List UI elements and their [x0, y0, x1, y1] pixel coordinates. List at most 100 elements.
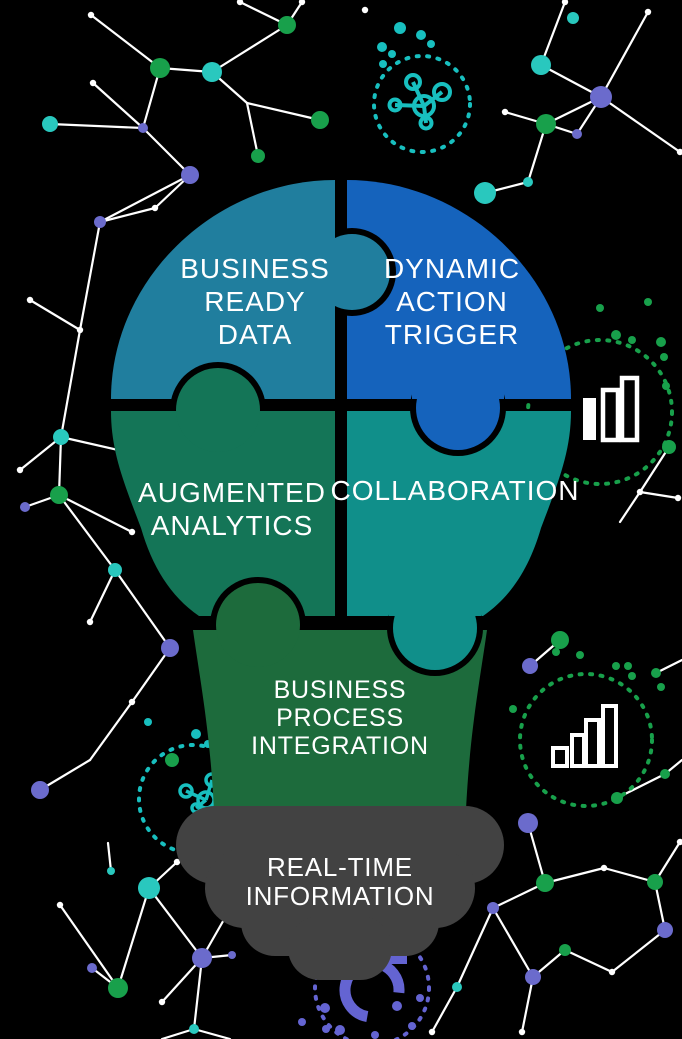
network-endpoint-dot	[128, 698, 136, 706]
network-edge	[543, 866, 606, 885]
network-node	[228, 951, 236, 959]
network-edge	[98, 173, 192, 224]
network-node	[278, 16, 296, 34]
puzzle-piece-business-ready-data	[111, 180, 335, 399]
network-edge	[455, 906, 495, 989]
network-edge	[638, 445, 671, 494]
network-edge	[638, 490, 680, 500]
network-node	[657, 922, 673, 938]
network-edge	[430, 985, 459, 1034]
network-endpoint-dot	[298, 0, 306, 6]
network-edge	[38, 758, 92, 792]
network-node	[192, 948, 212, 968]
network-edge	[59, 328, 82, 439]
label-real-time-information: REAL-TIME INFORMATION	[245, 852, 435, 911]
network-edge	[141, 126, 192, 177]
network-edge	[245, 101, 322, 122]
network-edge	[602, 866, 657, 884]
network-edge	[141, 66, 162, 130]
network-node	[181, 166, 199, 184]
network-edge	[28, 298, 82, 332]
network-node	[531, 55, 551, 75]
bulb-puzzle	[111, 180, 571, 810]
network-node	[108, 978, 128, 998]
network-endpoint-dot	[636, 488, 644, 496]
network-edge	[57, 493, 117, 572]
network-edge	[106, 841, 113, 873]
network-edge	[113, 568, 172, 650]
network-node	[487, 902, 499, 914]
network-endpoint-dot	[158, 998, 166, 1006]
network-endpoint-dot	[87, 11, 95, 19]
network-edge	[192, 956, 204, 1031]
dot-cluster	[298, 994, 424, 1039]
network-node	[651, 668, 661, 678]
network-node	[590, 86, 612, 108]
network-edge	[491, 906, 535, 979]
network-endpoint-dot	[236, 0, 244, 6]
network-endpoint-dot	[173, 858, 181, 866]
puzzle-piece-business-process-integration	[193, 630, 487, 810]
network-endpoint-dot	[361, 6, 369, 14]
network-node	[536, 874, 554, 892]
network-node	[42, 116, 58, 132]
network-node	[138, 123, 148, 133]
network-endpoint-dot	[56, 901, 64, 909]
network-edge	[520, 975, 535, 1034]
network-edge	[18, 435, 63, 472]
network-node	[189, 1024, 199, 1034]
network-node	[525, 969, 541, 985]
network-node	[311, 111, 329, 129]
network-edge	[48, 122, 145, 130]
network-edge	[147, 886, 204, 960]
network-edge	[210, 23, 289, 74]
network-endpoint-dot	[86, 618, 94, 626]
network-endpoint-dot	[644, 8, 652, 16]
network-node	[518, 813, 538, 833]
network-edge	[599, 95, 682, 154]
bar-chart-icon	[509, 648, 665, 808]
network-node	[452, 982, 462, 992]
network-edge	[526, 821, 547, 885]
network-endpoint-dot	[676, 838, 682, 846]
network-edge	[539, 0, 567, 67]
network-node	[150, 58, 170, 78]
puzzle-tab-base	[306, 226, 335, 318]
label-dynamic-action-trigger: DYNAMIC ACTION TRIGGER	[383, 253, 521, 350]
network-edge	[653, 880, 667, 932]
network-node	[567, 12, 579, 24]
network-node	[87, 963, 97, 973]
network-edge	[610, 928, 667, 974]
label-augmented-analytics: AUGMENTED ANALYTICS	[138, 477, 326, 541]
network-edge	[88, 568, 117, 624]
network-edge	[58, 903, 120, 990]
network-endpoint-dot	[608, 968, 616, 976]
puzzle-piece-augmented-analytics	[111, 411, 335, 616]
network-edge	[599, 10, 650, 99]
dot-cluster	[377, 22, 435, 68]
network-edge	[539, 63, 603, 99]
network-node	[138, 877, 160, 899]
network-edge	[116, 886, 151, 990]
network-node	[660, 769, 670, 779]
bar-chart-icon	[526, 298, 674, 486]
network-background	[16, 0, 682, 1039]
label-business-process-integration: BUSINESS PROCESS INTEGRATION	[251, 676, 429, 760]
network-node	[165, 753, 179, 767]
network-node	[536, 114, 556, 134]
network-endpoint-dot	[16, 466, 24, 474]
network-edge	[130, 646, 172, 704]
network-endpoint-dot	[128, 528, 136, 536]
network-node	[53, 429, 69, 445]
network-endpoint-dot	[561, 0, 569, 6]
network-edge	[89, 13, 162, 70]
network-endpoint-dot	[151, 204, 159, 212]
puzzle-tab-base	[412, 356, 504, 399]
network-endpoint-dot	[600, 864, 608, 872]
network-endpoint-dot	[501, 108, 509, 116]
molecule-icon	[372, 22, 472, 154]
network-node	[559, 944, 571, 956]
network-node	[161, 639, 179, 657]
